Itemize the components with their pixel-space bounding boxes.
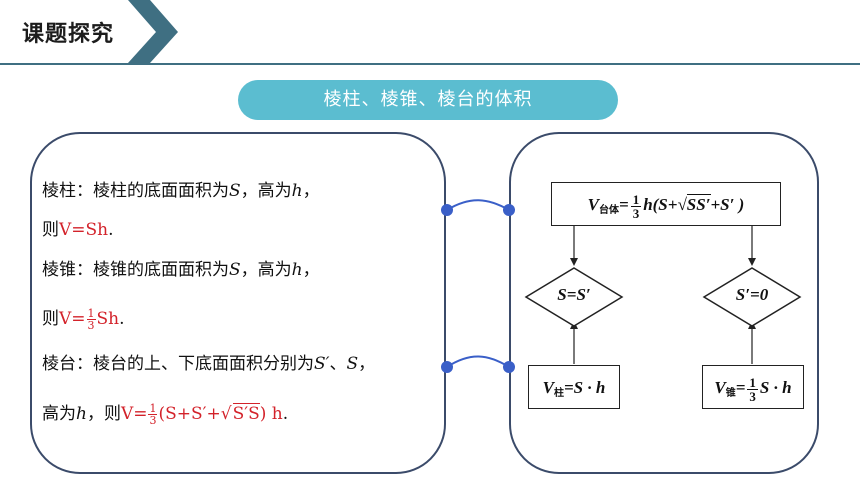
diamond-left-shape [524,267,624,327]
header-divider [0,63,860,65]
prism-formula: V=Sh [59,220,109,240]
diamond-right-shape [702,267,802,327]
connector-dot-tr [503,204,515,216]
sqrt-icon: √ [677,195,687,214]
header-bar: 课题探究 [0,0,860,66]
formula-panel [30,132,446,474]
prism-volume-box: V柱=S · h [528,365,620,409]
page-title: 课题探究 [22,22,115,47]
diamond-right-label: S′=0 [735,285,769,304]
connector-dot-tl [441,204,453,216]
prism-formula-line: 则V=Sh. [42,220,114,240]
pyramid-line: 棱锥：棱锥的底面面积为S，高为h， [42,260,320,280]
connector-dot-bl [441,361,453,373]
connector-top [446,199,510,211]
connector-bottom [446,355,510,368]
connector-dot-br [503,361,515,373]
section-banner: 棱柱、棱锥、棱台的体积 [238,80,618,120]
diamond-left-label: S=S′ [557,285,591,304]
frustum-line: 棱台：棱台的上、下底面面积分别为S′、S， [42,354,376,374]
prism-line: 棱柱：棱柱的底面面积为S，高为h， [42,181,320,201]
sqrt-icon: √ [220,404,232,424]
header-chevron-icon [128,0,178,63]
